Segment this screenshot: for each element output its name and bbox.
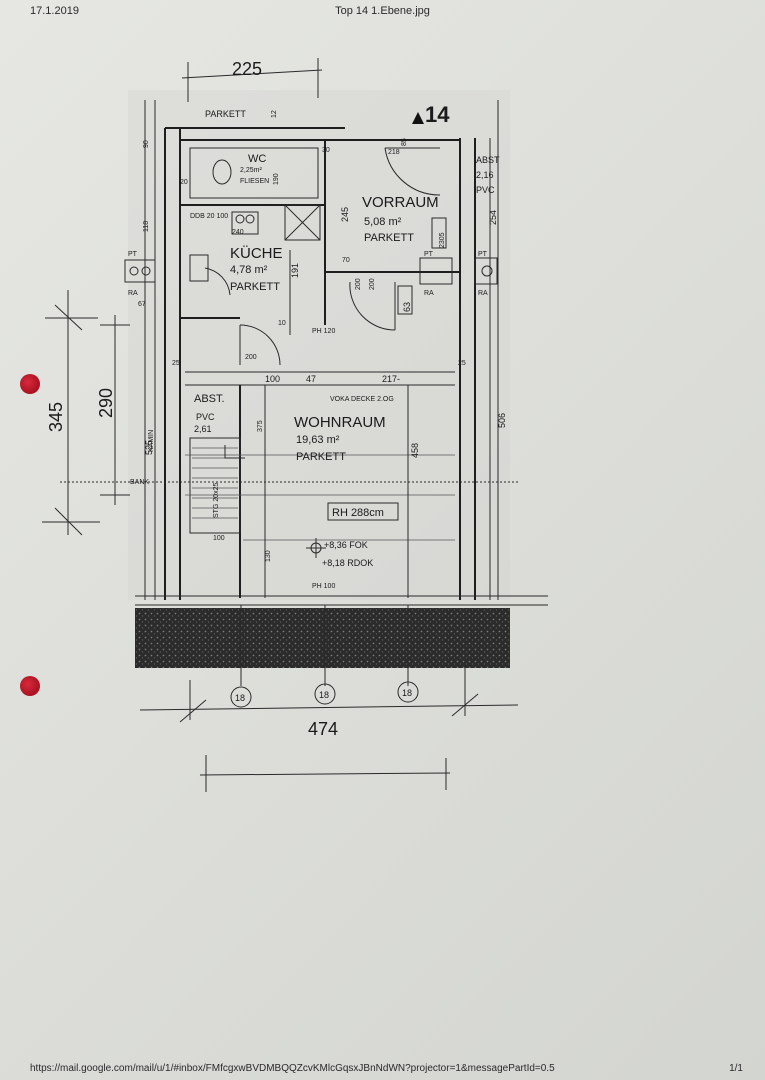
plan-sheet-area	[128, 90, 510, 600]
kuche-area: 4,78 m²	[230, 264, 268, 276]
dim-90: 90	[143, 140, 150, 148]
dim-ph100: PH 100	[312, 583, 335, 590]
dim-200c: 200	[355, 278, 362, 290]
vorraum-floor: PARKETT	[364, 232, 414, 244]
axis-marker-1: 18	[235, 693, 245, 703]
punch-hole-bottom	[20, 676, 40, 696]
level-fok: +8,36 FOK	[324, 540, 368, 550]
stair-label: STG 20x25	[213, 482, 220, 518]
ddb-label: DDB 20 100	[190, 213, 228, 220]
dim-63: 63	[402, 302, 412, 312]
axis-markers: 18 18 18	[230, 605, 419, 708]
room-height: RH 288cm	[332, 507, 384, 519]
dim-200a: 200	[245, 354, 257, 361]
page-number: 1/1	[729, 1063, 743, 1074]
dimension-lines	[42, 58, 519, 792]
dim-85: 85	[401, 138, 408, 146]
wc-floor: FLIESEN	[240, 178, 269, 185]
hand-dim-bottom: 474	[308, 719, 338, 739]
dim-12: 12	[271, 110, 278, 118]
vorraum-name: VORRAUM	[362, 194, 439, 211]
dim-25a: 25	[172, 360, 180, 367]
abst-right-name: ABST	[476, 155, 500, 165]
kuche-name: KÜCHE	[230, 244, 283, 262]
ra-left: RA	[128, 290, 138, 297]
wohnraum-name: WOHNRAUM	[294, 414, 386, 431]
punch-hole-top	[20, 374, 40, 394]
outer-walls	[135, 127, 548, 606]
dim-70: 70	[342, 257, 350, 264]
dim-217: 217-	[382, 374, 400, 384]
dim-240: 240	[232, 229, 244, 236]
dim-100b: 100	[213, 535, 225, 542]
wohnraum-area: 19,63 m²	[296, 434, 340, 446]
level-rdok: +8,18 RDOK	[322, 558, 373, 568]
dim-245: 245	[340, 207, 350, 222]
dim-254: 254	[488, 210, 498, 225]
interior-walls	[60, 140, 520, 598]
source-url: https://mail.google.com/mail/u/1/#inbox/…	[30, 1063, 555, 1074]
wc-area: 2,25m²	[240, 167, 262, 174]
dim-100: 100	[265, 374, 280, 384]
abst-left-floor: PVC	[196, 412, 215, 422]
wohnraum-floor: PARKETT	[296, 451, 346, 463]
dim-506: 506	[497, 413, 507, 428]
unit-marker: 14	[412, 102, 450, 127]
vorraum-area: 5,08 m²	[364, 216, 402, 228]
unit-number: 14	[425, 102, 450, 127]
dim-2305: 2305	[439, 232, 446, 248]
print-date: 17.1.2019	[30, 5, 79, 17]
dim-218: 218	[388, 149, 400, 156]
level-marker	[306, 538, 326, 558]
wc-name: WC	[248, 153, 266, 165]
dim-25b: 25	[458, 360, 466, 367]
dim-10: 10	[278, 320, 286, 327]
dim-200b: 200	[369, 278, 376, 290]
dim-458: 458	[410, 443, 420, 458]
ra-right: RA	[478, 290, 488, 297]
dim-118: 118	[143, 221, 150, 232]
abst-right-area: 2,16	[476, 170, 494, 180]
kuche-floor: PARKETT	[230, 281, 280, 293]
pt-mid: PT	[424, 251, 434, 258]
hand-dim-left-inner: 290	[96, 388, 116, 418]
dim-525: 525	[144, 440, 154, 455]
ra-mid: RA	[424, 290, 434, 297]
dim-375: 375	[257, 420, 264, 432]
dim-130: 130	[265, 550, 272, 562]
dim-ph120: PH 120	[312, 328, 335, 335]
dim-20: 20	[180, 179, 188, 186]
abst-left-area: 2,61	[194, 424, 212, 434]
hand-dim-top: 225	[232, 59, 262, 79]
axis-marker-2: 18	[319, 690, 329, 700]
document-title: Top 14 1.Ebene.jpg	[335, 5, 430, 17]
voka-note: VOKA DECKE 2.OG	[330, 396, 394, 403]
pt-left: PT	[128, 251, 138, 258]
terrace-slab	[135, 608, 510, 668]
doors	[204, 147, 441, 366]
dim-190: 190	[273, 173, 280, 185]
pt-right: PT	[478, 251, 488, 258]
stairs	[192, 445, 245, 519]
dim-30: 30	[322, 147, 330, 154]
bank-label: BANK	[130, 479, 149, 486]
dim-67: 67	[138, 301, 146, 308]
room-height-box	[327, 502, 399, 521]
dim-191: 191	[290, 263, 300, 278]
axis-marker-3: 18	[402, 688, 412, 698]
hand-dim-left-outer: 345	[46, 402, 66, 432]
kamin-label: KAMIN	[148, 430, 155, 452]
dim-47: 47	[306, 374, 316, 384]
abst-right-floor: PVC	[476, 185, 495, 195]
abst-left-name: ABST.	[194, 393, 225, 405]
top-room-floor: PARKETT	[205, 109, 246, 119]
